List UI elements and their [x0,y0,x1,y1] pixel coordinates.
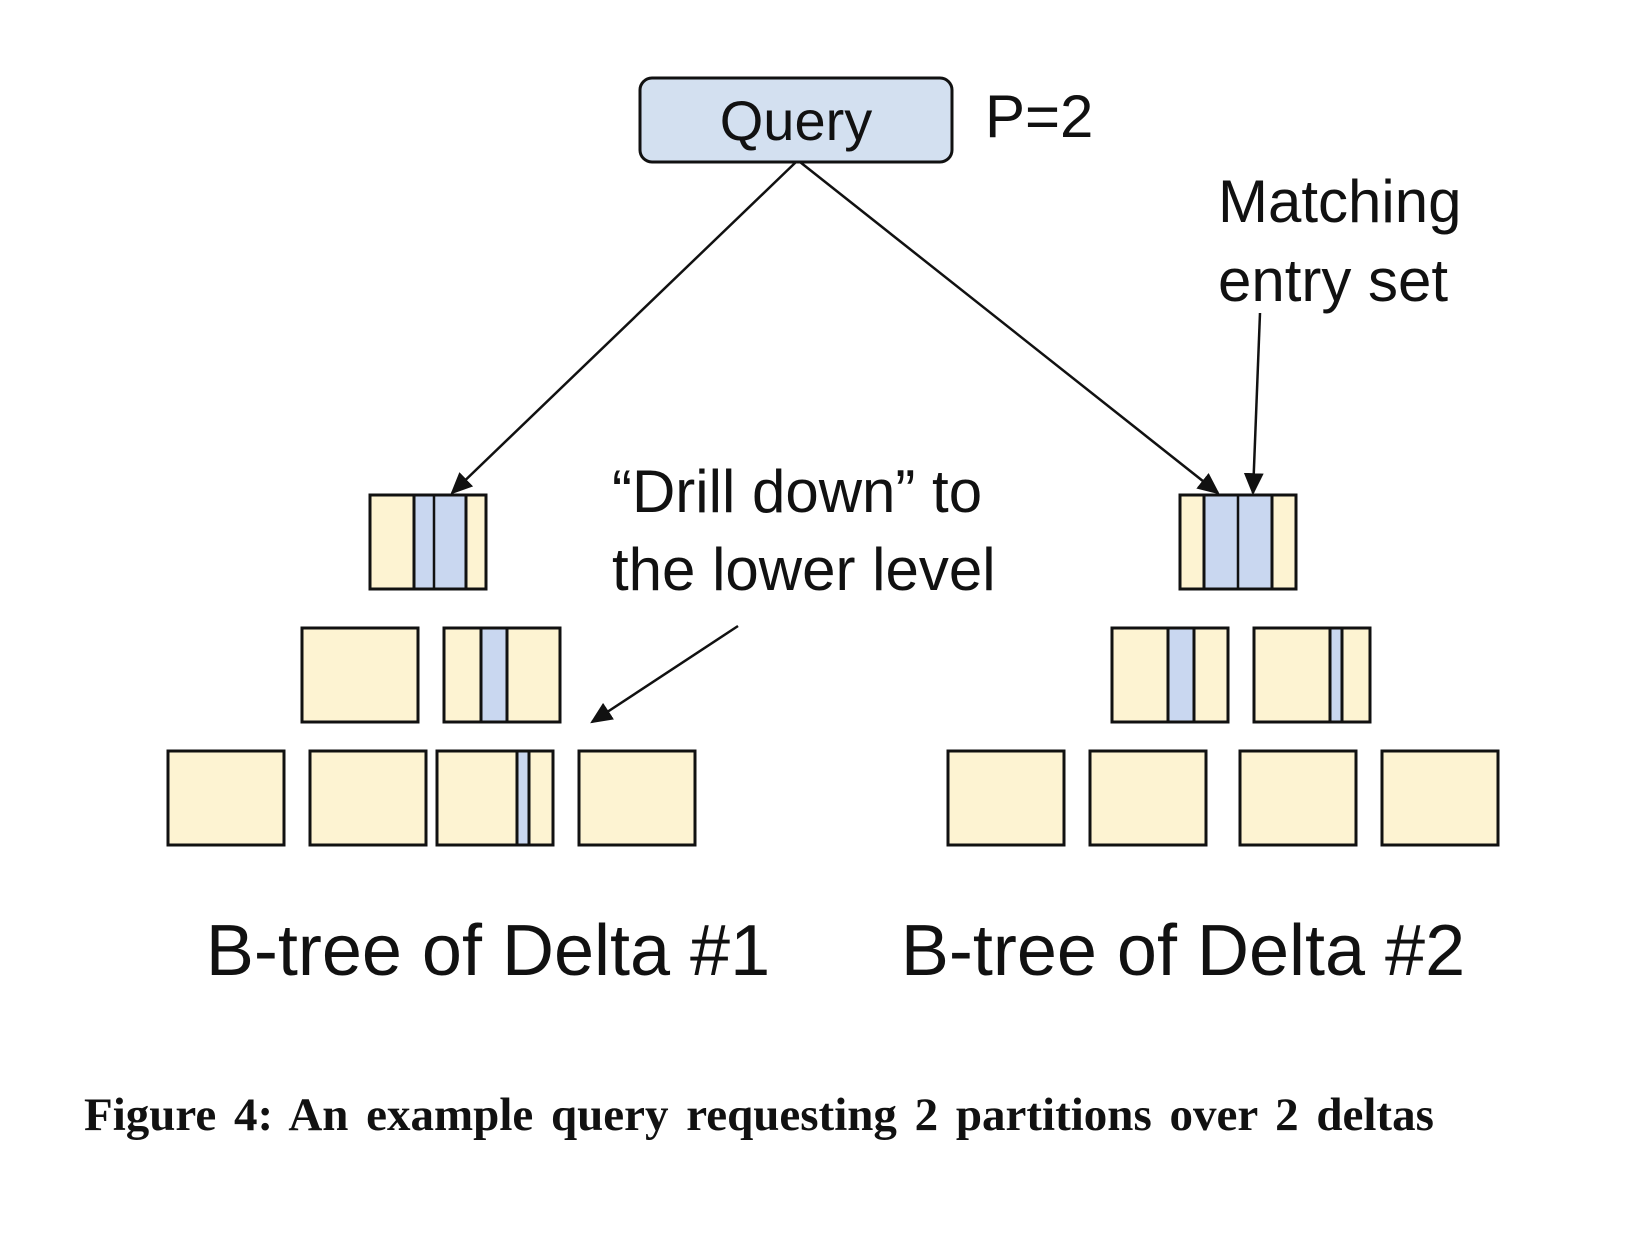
btree1-internal-node-2 [442,626,562,724]
query-node: Query [638,76,954,164]
btree2-leaf-3 [1238,749,1358,847]
arrow-matching-entry [1243,312,1264,496]
btree1-leaf-3 [435,749,555,847]
btree1-root-node [368,493,488,591]
btree2-leaf-2 [1088,749,1208,847]
btree2-internal-matching-entry-2 [1328,626,1344,724]
partition-count-label: P=2 [985,83,1093,150]
btree2-root-node [1178,493,1298,591]
btree-delta-2 [946,493,1500,847]
arrow-to-delta1 [450,161,797,495]
matching-entry-label-line1: Matching [1218,168,1461,235]
query-label: Query [720,89,873,152]
btree2-internal-node-2 [1252,626,1372,724]
arrow-to-delta2 [799,161,1220,495]
figure-caption: Figure 4: An example query requesting 2 … [84,1089,1434,1141]
btree1-leaf-4 [577,749,697,847]
matching-entry-label-line2: entry set [1218,247,1448,314]
drill-down-label-line2: the lower level [612,536,996,603]
btree1-leaf-1 [166,749,286,847]
btree2-leaf-1 [946,749,1066,847]
btree1-internal-node-1 [300,626,420,724]
btree-diagram: Query P=2 Matching entry set “Drill down… [166,76,1500,991]
btree2-internal-matching-entry-1 [1166,626,1196,724]
btree2-internal-node-1 [1110,626,1230,724]
btree-delta-1-label: B-tree of Delta #1 [206,911,770,991]
btree1-leaf-matching-entry [515,749,531,847]
btree1-leaf-2 [308,749,428,847]
btree-delta-2-label: B-tree of Delta #2 [901,911,1465,991]
btree1-internal-matching-entry [479,626,509,724]
btree2-leaf-4 [1380,749,1500,847]
arrow-drill-down [590,624,739,724]
drill-down-label-line1: “Drill down” to [612,458,982,525]
btree1-root-matching-entries [412,493,468,591]
btree-delta-1 [166,493,697,847]
